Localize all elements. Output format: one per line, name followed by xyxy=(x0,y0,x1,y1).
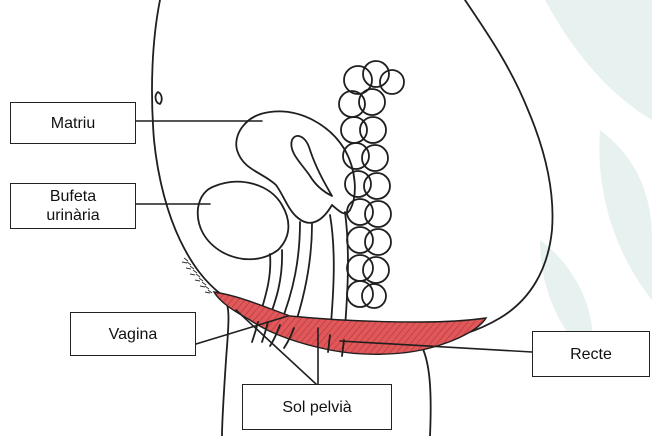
label-recte: Recte xyxy=(532,331,650,377)
navel xyxy=(156,92,162,104)
body-outline-back xyxy=(420,0,553,343)
bladder xyxy=(198,182,289,260)
label-matriu: Matriu xyxy=(10,102,136,144)
uterus-cavity xyxy=(291,136,332,196)
body-outline-front xyxy=(152,0,229,436)
vagina-canal-inner xyxy=(294,224,312,328)
vagina-canal xyxy=(280,222,300,325)
body-outline-buttock xyxy=(420,343,431,436)
rectum-canal xyxy=(330,215,334,335)
uterus xyxy=(236,111,355,222)
label-sol-pelvia: Sol pelvià xyxy=(242,384,392,430)
background-watermark xyxy=(540,0,652,360)
label-vagina: Vagina xyxy=(70,312,196,356)
pubic-hair xyxy=(182,258,212,293)
label-bufeta-urinaria: Bufeta urinària xyxy=(10,183,136,229)
